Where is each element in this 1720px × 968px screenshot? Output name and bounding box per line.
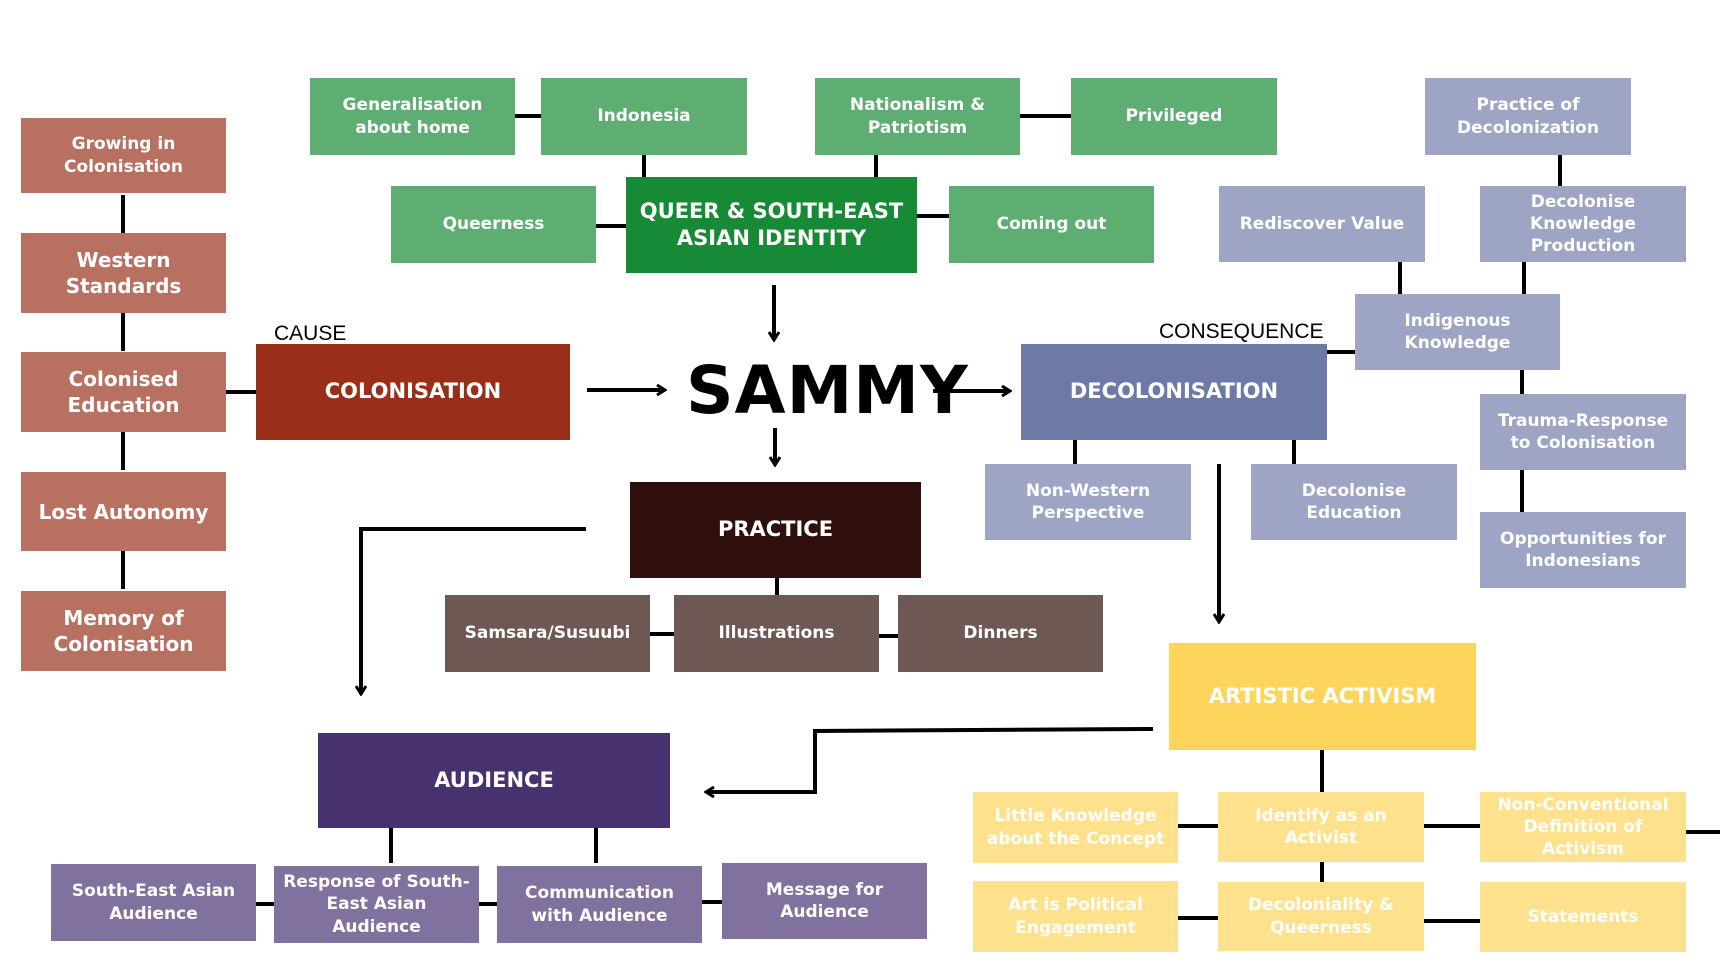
- node-queerness[interactable]: Queerness: [391, 186, 596, 263]
- connector: [1178, 824, 1218, 828]
- node-lost-autonomy[interactable]: Lost Autonomy: [21, 472, 226, 551]
- connector: [1424, 824, 1480, 828]
- node-indonesia[interactable]: Indonesia: [541, 78, 747, 155]
- connector: [1178, 916, 1218, 920]
- connector: [1520, 470, 1524, 512]
- node-art-is-political[interactable]: Art is Political Engagement: [973, 881, 1178, 952]
- node-little-knowledge[interactable]: Little Knowledge about the Concept: [973, 792, 1178, 863]
- consequence-label: CONSEQUENCE: [1159, 320, 1324, 343]
- node-message-for-audience[interactable]: Message for Audience: [722, 863, 927, 939]
- node-growing-in-colonisation[interactable]: Growing in Colonisation: [21, 118, 226, 193]
- connector: [1020, 114, 1071, 118]
- connector: [121, 195, 125, 233]
- connector: [1520, 370, 1524, 394]
- node-generalisation-about-home[interactable]: Generalisation about home: [310, 78, 515, 155]
- connector: [121, 551, 125, 589]
- connector: [1320, 862, 1324, 884]
- connector: [642, 155, 646, 179]
- connector: [389, 827, 393, 863]
- node-non-western-perspective[interactable]: Non-Western Perspective: [985, 464, 1191, 540]
- connector: [1424, 919, 1480, 923]
- node-practice-of-decolonization[interactable]: Practice of Decolonization: [1425, 78, 1631, 155]
- node-illustrations[interactable]: Illustrations: [674, 595, 879, 672]
- node-non-conventional-activism[interactable]: Non-Conventional Definition of Activism: [1480, 792, 1686, 862]
- node-identify-as-activist[interactable]: Identify as an Activist: [1218, 792, 1424, 862]
- node-coming-out[interactable]: Coming out: [949, 186, 1154, 263]
- connector: [594, 827, 598, 863]
- connector: [879, 634, 898, 638]
- node-decolonise-education[interactable]: Decolonise Education: [1251, 464, 1457, 540]
- arrow-practice-to-audience: [361, 527, 586, 694]
- connector: [1320, 750, 1324, 792]
- node-decoloniality-queerness[interactable]: Decoloniality & Queerness: [1218, 882, 1424, 951]
- node-western-standards[interactable]: Western Standards: [21, 233, 226, 313]
- connector: [1398, 262, 1402, 295]
- connector: [1522, 262, 1526, 295]
- node-decolonise-knowledge-production[interactable]: Decolonise Knowledge Production: [1480, 186, 1686, 262]
- node-decolonisation[interactable]: DECOLONISATION: [1021, 344, 1327, 440]
- connector: [256, 902, 274, 906]
- node-rediscover-value[interactable]: Rediscover Value: [1219, 186, 1425, 262]
- node-response-of-sea-audience[interactable]: Response of South-East Asian Audience: [274, 866, 479, 943]
- node-nationalism-patriotism[interactable]: Nationalism & Patriotism: [815, 78, 1020, 155]
- connector: [1672, 830, 1720, 834]
- node-sea-audience[interactable]: South-East Asian Audience: [51, 864, 256, 941]
- connector: [121, 313, 125, 351]
- connector: [874, 155, 878, 179]
- arrow-activism-to-audience: [706, 727, 1154, 792]
- connector: [121, 432, 125, 470]
- node-practice[interactable]: PRACTICE: [630, 482, 921, 578]
- node-audience[interactable]: AUDIENCE: [318, 733, 670, 828]
- node-opportunities-for-indonesians[interactable]: Opportunities for Indonesians: [1480, 512, 1686, 588]
- connector: [917, 214, 949, 218]
- node-colonised-education[interactable]: Colonised Education: [21, 352, 226, 432]
- node-trauma-response[interactable]: Trauma-Response to Colonisation: [1480, 394, 1686, 470]
- connector: [702, 900, 722, 904]
- node-indigenous-knowledge[interactable]: Indigenous Knowledge: [1355, 294, 1560, 370]
- connector: [1558, 155, 1562, 187]
- connector: [226, 390, 256, 394]
- node-statements[interactable]: Statements: [1480, 882, 1686, 952]
- node-communication-with-audience[interactable]: Communication with Audience: [497, 866, 702, 943]
- node-samsara-susuubi[interactable]: Samsara/Susuubi: [445, 595, 650, 672]
- node-memory-of-colonisation[interactable]: Memory of Colonisation: [21, 591, 226, 671]
- connector: [1327, 350, 1355, 354]
- central-node-sammy: SAMMY: [686, 352, 969, 429]
- connector: [1073, 440, 1077, 464]
- node-queer-sea-identity[interactable]: QUEER & SOUTH-EAST ASIAN IDENTITY: [626, 177, 917, 273]
- node-dinners[interactable]: Dinners: [898, 595, 1103, 672]
- connector: [650, 632, 674, 636]
- connector: [479, 902, 497, 906]
- node-privileged[interactable]: Privileged: [1071, 78, 1277, 155]
- node-artistic-activism[interactable]: ARTISTIC ACTIVISM: [1169, 643, 1476, 750]
- connector: [596, 224, 626, 228]
- connector: [1292, 440, 1296, 464]
- connector: [515, 114, 541, 118]
- cause-label: CAUSE: [274, 322, 347, 345]
- connector: [775, 577, 779, 595]
- node-colonisation[interactable]: COLONISATION: [256, 344, 570, 440]
